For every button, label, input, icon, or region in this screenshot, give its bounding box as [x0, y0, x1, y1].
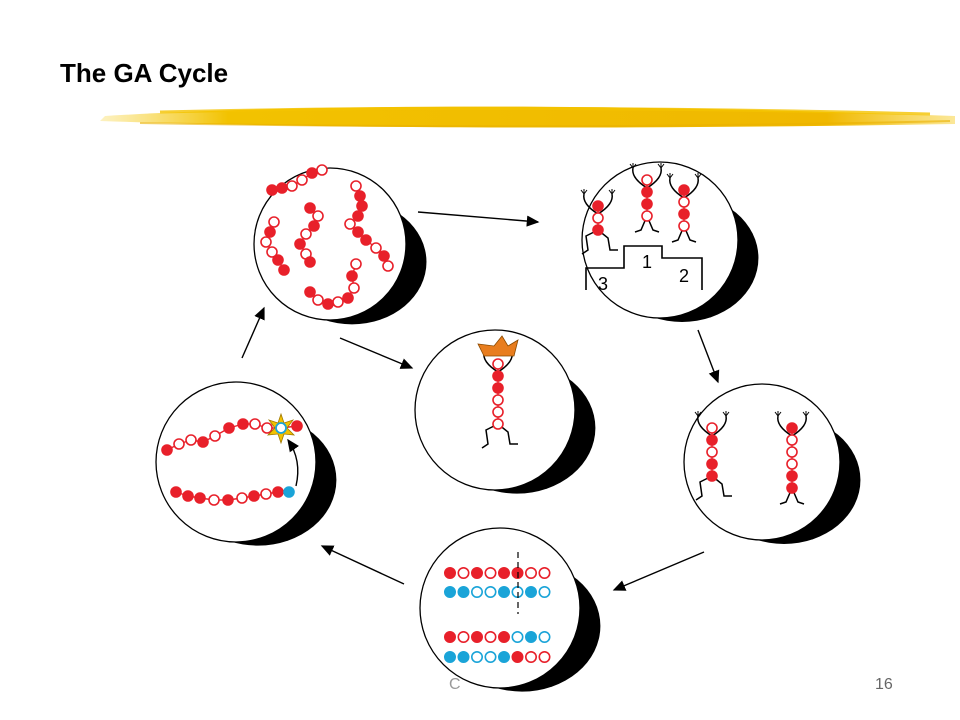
stage-best-individual: [414, 329, 596, 494]
chromosome-row: [443, 566, 551, 579]
slide-title: The GA Cycle: [60, 58, 229, 88]
cycle-arrows: [241, 211, 720, 591]
arrow-parents-to-crossover: [612, 551, 705, 591]
mutation-chain-icon: [161, 412, 303, 506]
chromosome-row: [443, 630, 551, 643]
crown-icon: [477, 335, 519, 357]
podium-label-2: 2: [679, 266, 689, 286]
arrow-population-to-selection: [417, 211, 540, 227]
chromosome-row: [443, 650, 551, 663]
crowned-figure-icon: [477, 335, 519, 449]
stage-circle: [419, 527, 581, 689]
arrow-selection-to-parents: [697, 329, 720, 384]
crossover-chains-icon: [443, 552, 551, 663]
title-highlight-stroke: [100, 106, 955, 128]
mutation-arrow: [287, 438, 300, 487]
stages-group: 1 2 3: [155, 161, 861, 692]
arrow-population-to-best: [339, 337, 414, 369]
mutation-star-icon: [266, 412, 296, 445]
two-figures-icon: [694, 411, 810, 505]
random-chains-icon: [260, 164, 394, 310]
stage-crossover: [419, 527, 601, 692]
footer-fragment: C: [449, 676, 461, 693]
stage-parents: [683, 383, 861, 544]
podium-label-1: 1: [642, 252, 652, 272]
slide-number: 16: [875, 676, 893, 693]
stage-mutation: [155, 381, 337, 546]
podium-icon: 1 2 3: [580, 163, 703, 294]
stage-population: [253, 164, 427, 325]
stage-circle: [155, 381, 317, 543]
stage-circle: [253, 167, 407, 321]
stage-selection: 1 2 3: [580, 161, 759, 322]
arrow-mutation-to-population: [241, 306, 265, 359]
stage-circle: [683, 383, 841, 541]
podium-label-3: 3: [598, 274, 608, 294]
stage-circle: [581, 161, 739, 319]
arrow-crossover-to-mutation: [320, 545, 405, 585]
